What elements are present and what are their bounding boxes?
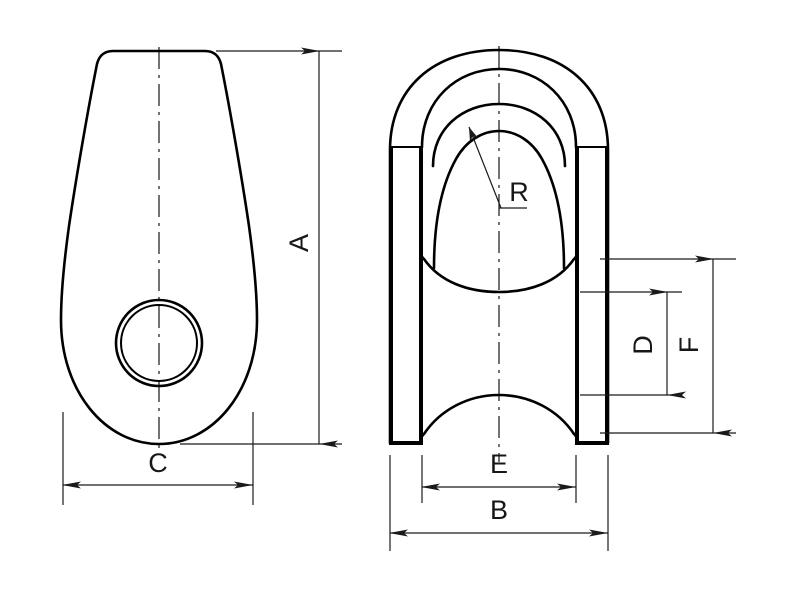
side-view-outline — [59, 49, 259, 446]
front-view-crown-inner-arc — [420, 67, 578, 149]
front-view-groove-upper-right-tick — [571, 255, 577, 263]
front-view-groove-lower-right-tick — [571, 430, 577, 438]
dimension-f-group: F — [600, 255, 736, 437]
dimension-a-group: A — [180, 47, 342, 448]
dimension-r-label: R — [509, 177, 529, 207]
dimension-a-label: A — [284, 234, 314, 252]
dimension-b-label: B — [490, 495, 508, 525]
front-view-groove-upper-left-tick — [421, 255, 427, 263]
dimension-c-group: C — [62, 412, 254, 505]
dimension-c-label: C — [148, 448, 168, 478]
dimension-r-leader — [468, 126, 502, 209]
dimension-b-group: B — [389, 455, 609, 551]
side-view-group — [59, 47, 259, 450]
dimension-d-group: D — [580, 288, 686, 399]
front-view-groove-lower-left-tick — [421, 430, 427, 438]
dimension-d-label: D — [628, 335, 658, 355]
dimension-r-group: R — [468, 126, 529, 209]
front-view-group — [388, 46, 610, 462]
dimension-f-label: F — [674, 337, 704, 354]
front-view-groove-upper — [422, 257, 576, 294]
dimension-e-label: E — [490, 449, 508, 479]
dimension-e-group: E — [421, 449, 577, 503]
